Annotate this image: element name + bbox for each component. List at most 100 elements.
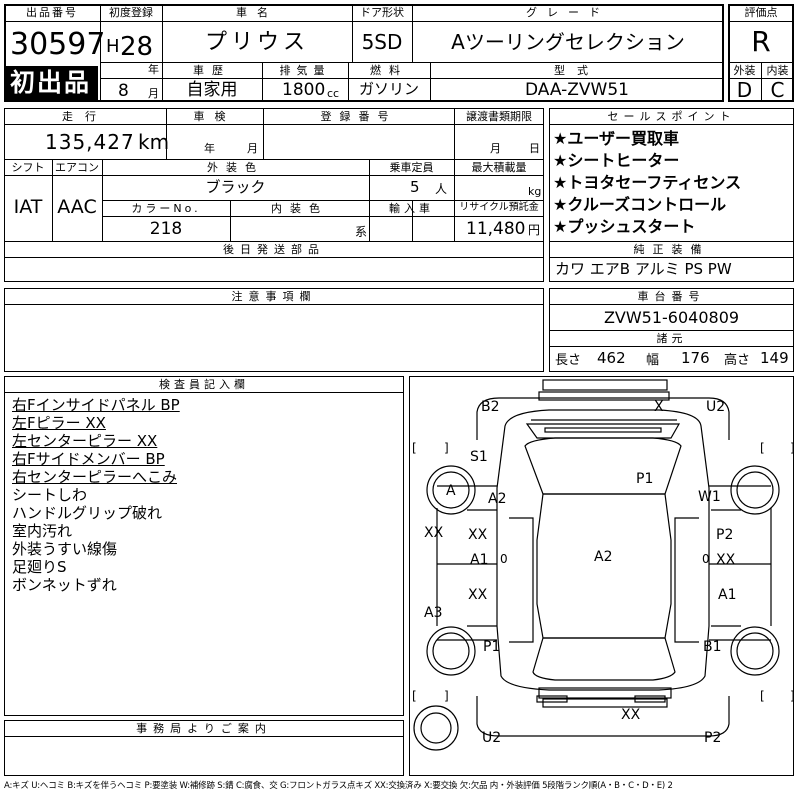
inspector-line: 左センターピラー XX [12,432,158,450]
damage-mark: B2 [481,399,500,415]
damage-mark: A1 [470,552,489,568]
year-unit: 年 [148,63,159,76]
fuel-value: ガソリン [358,80,419,98]
colorno-value: 218 [149,219,183,239]
hood [525,423,681,439]
fuel-label: 燃料 [370,64,408,77]
wheel-rear-left [426,626,476,676]
mileage-unit: km [138,130,170,154]
damage-mark: U2 [482,730,502,746]
damage-mark: P1 [636,471,654,487]
import-label: 輸入車 [389,202,434,215]
grade-label: グレード [526,6,610,19]
later-parts-label: 後日発送部品 [223,243,325,256]
bracket: [ [760,689,765,703]
capacity-value: 5 [410,178,420,196]
dims-label: 諸元 [656,332,687,345]
grade-value: Aツーリングセレクション [451,30,685,54]
intcolor-unit: 系 [355,225,368,239]
model-value: DAA-ZVW51 [524,80,629,100]
lot-number: 30597 [10,27,106,62]
inspector-line: シートしわ [12,486,88,504]
transfer-label: 譲渡書類期限 [466,110,532,123]
notes-label: 注意事項欄 [231,290,317,303]
capacity-unit: 人 [435,182,448,196]
reg-no-label: 登録番号 [320,110,397,123]
reg-year: 28 [120,32,154,62]
wheel-front-left [426,465,476,515]
mileage-label: 走行 [62,110,108,123]
wheel-front-right [730,465,780,515]
damage-mark: A1 [718,587,737,603]
roof [536,493,672,639]
damage-mark: 0 [500,552,508,566]
sales-item: ★トヨタセーフティセンス [553,173,742,192]
windshield [524,437,682,495]
inspector-line: 左Fピラー XX [12,414,106,432]
ext-label: 外装 [733,64,756,77]
reg-month: 8 [118,81,129,101]
len-value: 462 [597,349,626,367]
bracket: ] [790,689,795,703]
inspector-line: 足廻りS [12,558,67,576]
chassis-value: ZVW51-6040809 [603,308,740,327]
name-label: 車名 [236,6,278,19]
cc-unit: cc [327,87,340,100]
cc-value: 1800 [282,80,326,100]
month-unit: 月 [148,87,159,100]
transfer-month-unit: 月 [490,142,501,155]
recycle-unit: 円 [528,223,541,237]
legend-text: A:キズ U:ヘコミ B:キズを伴うヘコミ P:要塗装 W:補修跡 S:錆 C:… [4,781,673,791]
bracket: ] [790,441,795,455]
color-value: ブラック [205,178,266,196]
hei-label: 高さ [724,353,751,368]
damage-mark: A2 [594,549,613,565]
office-box [4,720,404,776]
wid-value: 176 [681,349,710,367]
damage-mark: A2 [488,491,507,507]
load-label: 最大積載量 [471,161,527,174]
inspector-line: 右Fサイドメンバー BP [12,450,165,468]
chassis-label: 車台番号 [637,290,706,303]
door-value: 5SD [361,30,403,54]
car-diagram-box [409,376,794,776]
damage-mark: XX [468,527,488,543]
damage-mark: P2 [704,730,722,746]
front-bumper [542,379,668,391]
damage-mark: P1 [483,639,501,655]
ac-value: AAC [57,196,97,218]
office-label: 事務局よりご案内 [136,722,272,735]
damage-mark: U2 [706,399,726,415]
inspector-line: 外装うすい線傷 [12,540,118,558]
hei-value: 149 [760,349,789,367]
damage-mark: 0 [702,552,710,566]
inspection-month-unit: 月 [247,142,258,155]
damage-mark: XX [468,587,488,603]
intcolor-label: 内装色 [271,202,328,215]
score-label: 評価点 [744,6,778,19]
damage-mark: W1 [698,489,721,505]
recycle-label: リサイクル預託金 [459,202,539,213]
lot-label: 出品番号 [26,6,78,19]
mileage-value: 135,427 [45,130,135,154]
damage-mark: A [446,483,456,499]
inspector-line: 右センターピラーへこみ [12,468,178,486]
inspector-line: ハンドルグリップ破れ [12,504,163,522]
inspector-line: 右Fインサイドパネル BP [12,396,180,414]
int-value: C [770,78,785,102]
shift-value: IAT [13,196,43,218]
shift-label: シフト [11,161,45,174]
sales-item: ★シートヒーター [553,151,680,170]
cc-label: 排気量 [279,64,331,77]
damage-mark: XX [716,552,736,568]
history-value: 自家用 [186,80,238,100]
bracket: ] [444,441,449,455]
sales-item: ★ユーザー買取車 [553,129,680,148]
color-label: 外装色 [207,161,264,174]
sales-label: セールスポイント [607,110,736,123]
rear-bumper [538,687,672,699]
inspection-label: 車検 [193,110,236,123]
colorno-label: カラーNo. [131,202,201,215]
damage-mark: B1 [703,639,722,655]
damage-mark: XX [621,707,641,723]
